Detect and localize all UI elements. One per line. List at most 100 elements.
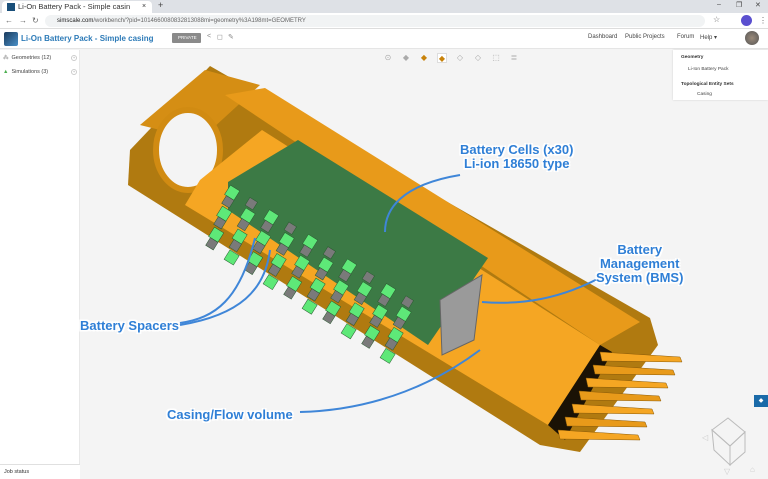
- reload-icon[interactable]: ↻: [32, 16, 39, 25]
- rotate-down-icon[interactable]: ▽: [724, 467, 731, 475]
- arrow-spacers-2: [179, 249, 271, 326]
- battery-cell: [301, 298, 318, 315]
- tree-tes-casing[interactable]: Casing: [697, 92, 712, 97]
- cooling-fins: [557, 351, 683, 441]
- tree-item-geometries[interactable]: ⁂Geometries (12)+: [3, 55, 77, 61]
- tree-geometry-item[interactable]: Li-Ion Battery Pack: [688, 67, 729, 72]
- battery-spacer: [377, 293, 391, 307]
- orientation-cube[interactable]: ◁ ▽ ⌂: [700, 410, 760, 475]
- view-reset-icon[interactable]: ⊙: [384, 53, 392, 62]
- battery-spacer: [345, 312, 359, 326]
- tree-geometry-header[interactable]: Geometry: [681, 55, 704, 60]
- battery-spacer: [260, 219, 274, 233]
- battery-spacer: [213, 216, 227, 230]
- menu-dashboard[interactable]: Dashboard: [588, 34, 618, 40]
- minimize-button[interactable]: –: [717, 1, 721, 8]
- cooling-fin: [599, 351, 683, 363]
- battery-cell: [223, 249, 240, 266]
- tab-close-icon[interactable]: ×: [142, 3, 147, 10]
- maximize-button[interactable]: ❐: [736, 2, 743, 9]
- battery-spacer: [400, 295, 414, 309]
- cooling-fin: [571, 403, 655, 415]
- battery-spacer: [283, 286, 297, 300]
- forward-icon[interactable]: →: [19, 16, 27, 25]
- label-battery-spacers: Battery Spacers: [80, 318, 179, 333]
- share-icon[interactable]: <: [207, 33, 212, 40]
- label-casing: Casing/Flow volume: [167, 407, 293, 422]
- view-faces-icon[interactable]: ◆: [420, 53, 428, 62]
- home-view-icon[interactable]: ⌂: [750, 465, 755, 474]
- tab-title: Li-On Battery Pack - Simple casin: [18, 2, 131, 11]
- battery-spacer: [322, 311, 336, 325]
- battery-spacer: [361, 335, 375, 349]
- box-select-icon[interactable]: ⬚: [492, 53, 500, 62]
- battery-pack: [205, 140, 488, 364]
- edit-icon[interactable]: ✎: [228, 34, 234, 41]
- 3d-viewport[interactable]: [81, 50, 768, 479]
- cooling-fin: [557, 429, 641, 441]
- battery-spacer: [205, 237, 219, 251]
- privacy-badge[interactable]: PRIVATE: [172, 33, 201, 43]
- add-simulation-button[interactable]: +: [71, 69, 77, 75]
- battery-spacer: [314, 267, 328, 281]
- battery-spacer: [299, 244, 313, 258]
- url-input[interactable]: simscale.com/workbench/?pid=101466008083…: [45, 15, 705, 27]
- arrow-casing: [299, 349, 481, 413]
- menu-help[interactable]: Help ▾: [700, 35, 718, 41]
- scene-tree-panel: Geometry Li-Ion Battery Pack Topological…: [673, 50, 768, 100]
- tree-tes-header[interactable]: Topological Entity Sets: [681, 82, 734, 87]
- profile-icon[interactable]: [741, 15, 752, 26]
- add-geometry-button[interactable]: +: [71, 55, 77, 61]
- cube-top-face: [711, 417, 746, 447]
- rotate-left-icon[interactable]: ◁: [702, 433, 709, 442]
- back-icon[interactable]: ←: [5, 16, 13, 25]
- app-header: Li-On Battery Pack - Simple casing PRIVA…: [0, 29, 768, 49]
- browser-tab[interactable]: Li-On Battery Pack - Simple casin ×: [2, 1, 152, 13]
- geometry-icon: ⁂: [3, 55, 9, 61]
- menu-forum[interactable]: Forum: [677, 34, 695, 40]
- new-tab-button[interactable]: +: [158, 0, 164, 10]
- cube-front-face: [711, 428, 731, 467]
- browser-menu-icon[interactable]: ⋮: [759, 16, 767, 25]
- view-transparent-icon[interactable]: ◇: [474, 53, 482, 62]
- battery-spacer: [267, 263, 281, 277]
- side-panel-toggle[interactable]: ◆: [754, 395, 768, 407]
- menu-public-projects[interactable]: Public Projects: [625, 34, 665, 40]
- simscale-logo: [4, 32, 18, 46]
- battery-spacer: [291, 265, 305, 279]
- view-toolbar: ⊙ ◆ ◆ ◆ ◇ ◇ ⬚ ≣: [383, 53, 519, 63]
- favicon-icon: [7, 3, 15, 11]
- casing-handle-hole: [153, 107, 223, 193]
- battery-spacer: [361, 270, 375, 284]
- window-close-button[interactable]: ✕: [755, 2, 761, 9]
- url-path: /workbench/?pid=1014660080832813088mi=ge…: [93, 18, 306, 24]
- url-host: simscale.com: [57, 18, 94, 24]
- browser-tab-bar: Li-On Battery Pack - Simple casin × + – ❐…: [0, 0, 768, 13]
- bookmark-star-icon[interactable]: ☆: [713, 15, 721, 24]
- cooling-fin: [592, 364, 676, 376]
- battery-spacer: [283, 221, 297, 235]
- battery-spacer: [306, 288, 320, 302]
- tree-item-simulations[interactable]: ▲Simulations (3)+: [3, 69, 77, 75]
- battery-spacer: [244, 197, 258, 211]
- arrow-spacers-1: [179, 237, 256, 324]
- label-bms-line3: System (BMS): [596, 270, 684, 285]
- label-cells-line1: Battery Cells (x30): [460, 142, 574, 157]
- bms-board: [439, 274, 483, 356]
- battery-spacer: [322, 246, 336, 260]
- battery-cell: [379, 347, 396, 364]
- battery-spacer: [252, 240, 266, 254]
- annotation-arrows: [179, 174, 606, 413]
- section-icon[interactable]: ≣: [510, 53, 518, 62]
- user-avatar[interactable]: [745, 31, 759, 45]
- arrow-bms: [481, 274, 606, 304]
- view-wireframe-icon[interactable]: ◇: [456, 53, 464, 62]
- job-status-panel[interactable]: Job status: [0, 464, 80, 479]
- copy-icon[interactable]: ◻: [217, 34, 223, 41]
- view-solid-icon[interactable]: ◆: [402, 53, 410, 62]
- view-faces-edges-icon[interactable]: ◆: [437, 53, 447, 63]
- cooling-fin: [564, 416, 648, 428]
- project-title: Li-On Battery Pack - Simple casing: [21, 34, 154, 43]
- battery-cells: [205, 184, 414, 364]
